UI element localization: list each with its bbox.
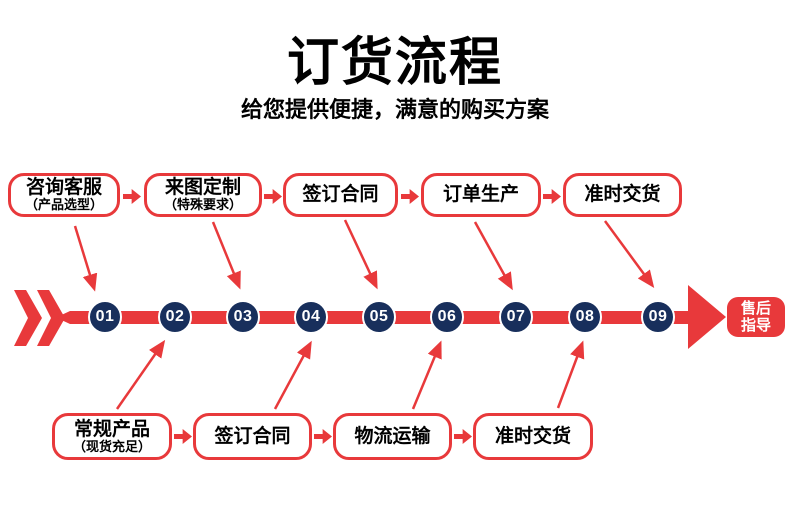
arrow-delivery-to-09 [603,220,655,289]
step-label: 签订合同 [302,184,379,206]
timeline-step-07: 07 [499,300,533,334]
step-box-regular-product: 常规产品 （现货充足） [52,413,172,460]
timeline-step-03: 03 [226,300,260,334]
step-sublabel: （特殊要求） [163,197,242,213]
step-label: 来图定制 [164,177,241,199]
right-arrow-icon [401,189,419,204]
arrowhead-icon [688,285,726,349]
after-sales-badge: 售后指导 [727,297,785,337]
step-label: 订单生产 [442,184,519,206]
step-box-order-production: 订单生产 [421,173,541,217]
arrow-production-to-07 [473,221,513,291]
step-label: 准时交货 [494,425,571,447]
step-box-custom-drawing: 来图定制 （特殊要求） [144,173,262,217]
arrow-delivery-to-08 [556,340,585,409]
timeline-step-09: 09 [641,300,675,334]
step-label: 物流运输 [354,425,431,447]
timeline-step-04: 04 [294,300,328,334]
timeline-step-02: 02 [158,300,192,334]
step-box-consult-service: 咨询客服 （产品选型） [8,173,120,217]
right-arrow-icon [314,429,332,444]
right-arrow-icon [174,429,192,444]
arrow-drawing-to-03 [211,221,241,290]
right-arrow-icon [454,429,472,444]
timeline-step-06: 06 [430,300,464,334]
page-title: 订货流程 [286,34,503,92]
double-chevron-icon [14,290,42,346]
step-label: 签订合同 [214,425,291,447]
page-subtitle: 给您提供便捷，满意的购买方案 [240,97,549,122]
step-sublabel: （现货充足） [72,438,151,454]
arrow-logistics-to-06 [411,340,442,410]
step-box-on-time-delivery-bottom: 准时交货 [473,413,593,460]
step-box-logistics: 物流运输 [333,413,452,460]
right-arrow-icon [264,189,282,204]
step-box-sign-contract-top: 签订合同 [283,173,398,217]
arrow-contract-to-04 [273,340,312,410]
step-label: 咨询客服 [25,177,102,199]
step-label: 常规产品 [73,418,150,440]
timeline-step-08: 08 [568,300,602,334]
step-sublabel: （产品选型） [24,197,103,213]
arrow-regular-to-02 [115,339,166,410]
arrow-consult-to-01 [73,225,98,292]
step-box-on-time-delivery-top: 准时交货 [563,173,682,217]
step-box-sign-contract-bottom: 签订合同 [193,413,312,460]
right-arrow-icon [123,189,141,204]
timeline-step-01: 01 [88,300,122,334]
arrow-contract-to-05 [343,219,378,290]
right-arrow-icon [543,189,561,204]
step-label: 准时交货 [584,184,661,206]
timeline-step-05: 05 [362,300,396,334]
